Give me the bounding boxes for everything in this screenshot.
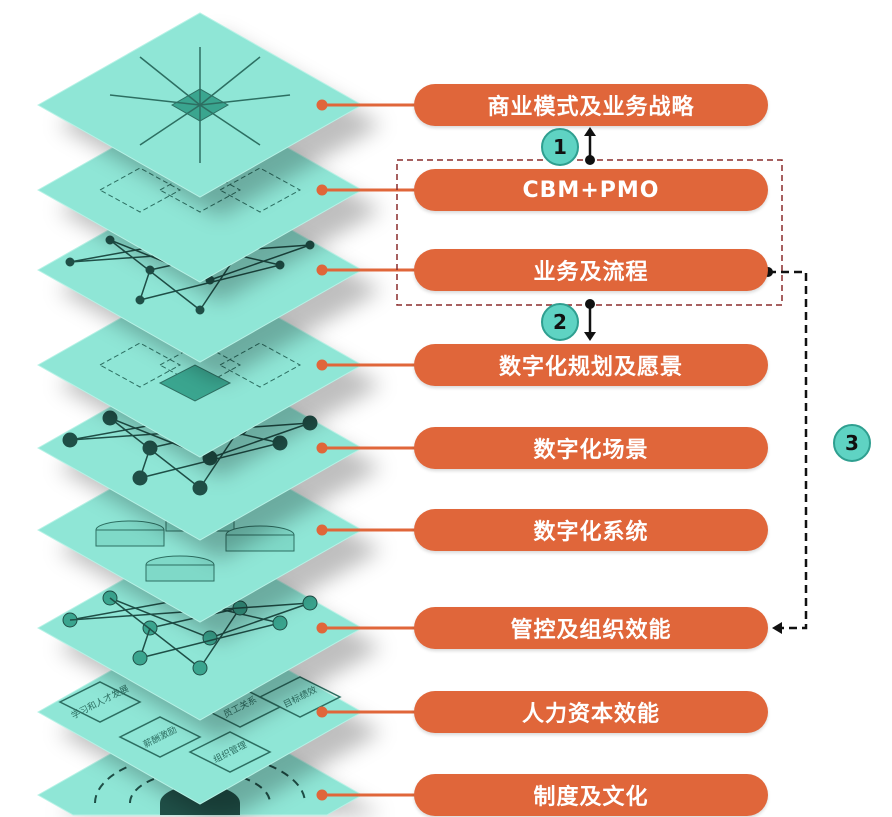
layer-label-6: 管控及组织效能 bbox=[414, 607, 768, 649]
layer-label-7: 人力资本效能 bbox=[414, 691, 768, 733]
layer-label-4: 数字化场景 bbox=[414, 427, 768, 469]
step-badge-2: 2 bbox=[541, 303, 579, 341]
layer-connector-0 bbox=[316, 99, 416, 111]
layer-label-2: 业务及流程 bbox=[414, 249, 768, 291]
layer-connector-3 bbox=[316, 359, 416, 371]
layer-connector-2 bbox=[316, 264, 416, 276]
layer-connector-5 bbox=[316, 524, 416, 536]
layer-connector-4 bbox=[316, 442, 416, 454]
layer-label-1: CBM+PMO bbox=[414, 169, 768, 211]
step-badge-1: 1 bbox=[541, 128, 579, 166]
layer-connector-1 bbox=[316, 184, 416, 196]
layer-label-3: 数字化规划及愿景 bbox=[414, 344, 768, 386]
layer-label-8: 制度及文化 bbox=[414, 774, 768, 816]
step-badge-3: 3 bbox=[833, 424, 871, 462]
layer-connector-6 bbox=[316, 622, 416, 634]
layer-connector-8 bbox=[316, 789, 416, 801]
arrow-2 bbox=[584, 299, 596, 341]
arrow-3 bbox=[763, 267, 808, 634]
arrow-1 bbox=[584, 127, 596, 165]
layer-label-5: 数字化系统 bbox=[414, 509, 768, 551]
layer-plane-0 bbox=[36, 12, 382, 217]
layer-label-0: 商业模式及业务战略 bbox=[414, 84, 768, 126]
layer-connector-7 bbox=[316, 706, 416, 718]
